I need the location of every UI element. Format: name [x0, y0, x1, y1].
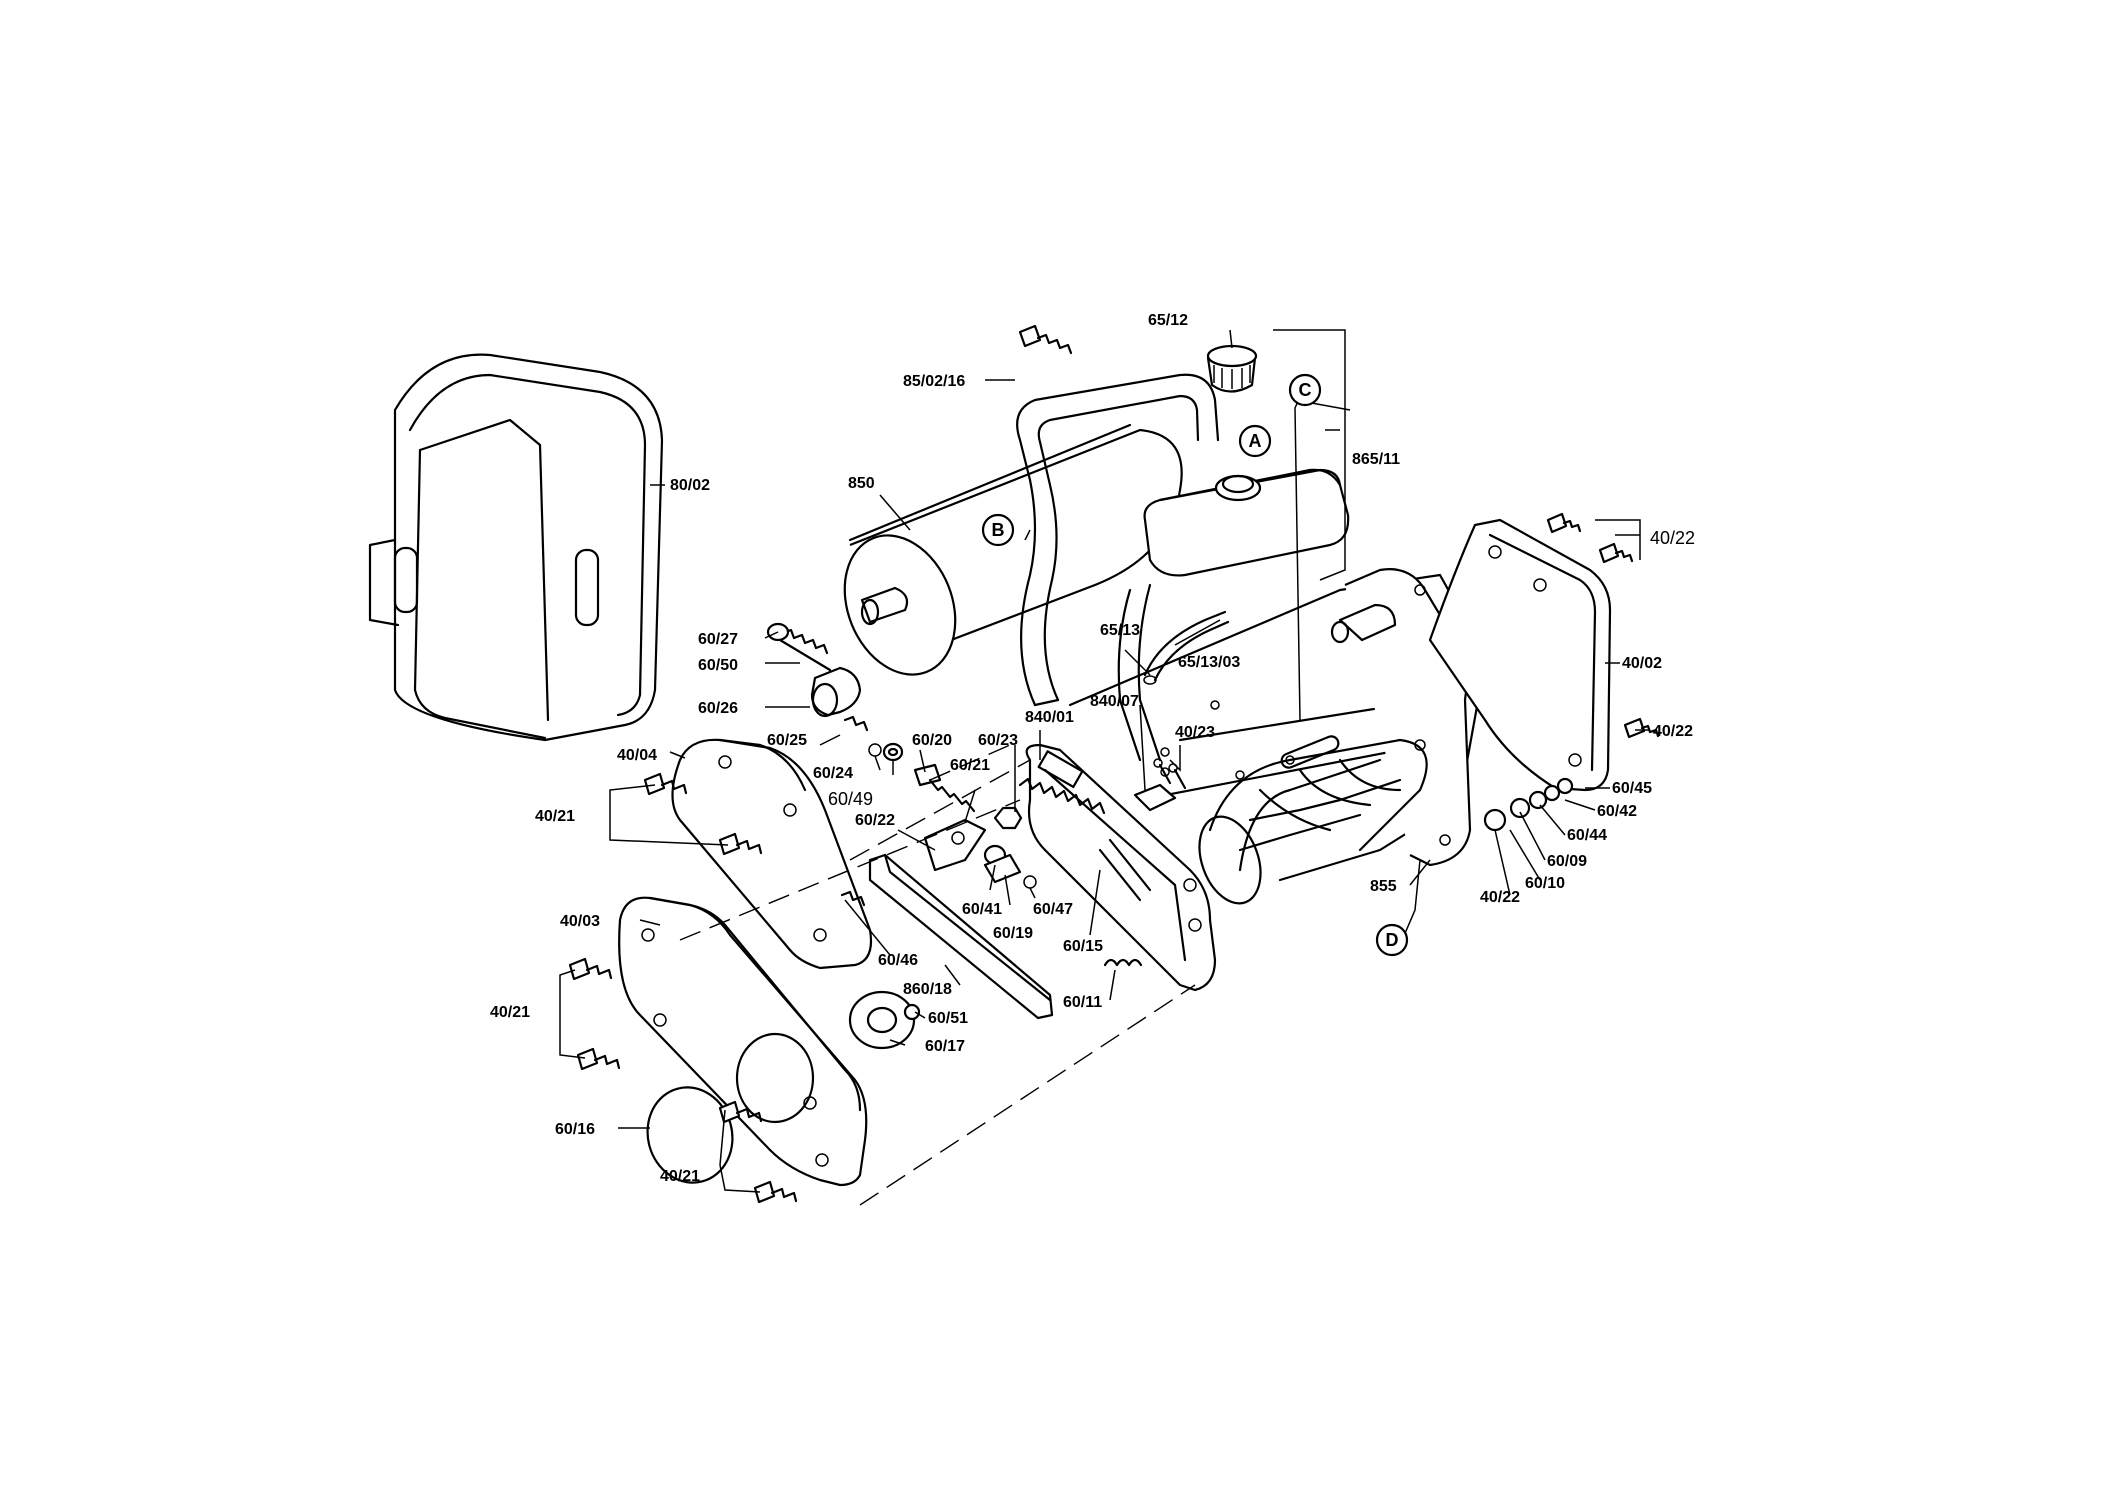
- ref-circle-b: [981, 513, 1015, 547]
- ref-label-c: C: [1299, 380, 1312, 400]
- adjuster-bolt-60-20: [913, 763, 976, 813]
- ball-60-24: [868, 743, 882, 757]
- spring-60-11: [1103, 958, 1143, 967]
- label-60-46: 60/46: [878, 952, 918, 969]
- label-60-47: 60/47: [1033, 901, 1073, 918]
- ball-60-47: [1023, 875, 1037, 889]
- label-65-12: 65/12: [1148, 312, 1188, 329]
- label-40-22-c: 40/22: [1480, 889, 1520, 906]
- left-frame-plate: [1025, 743, 1217, 992]
- label-40-22-a: 40/22: [1650, 528, 1695, 548]
- ref-circle-a: [1238, 424, 1272, 458]
- label-60-09: 60/09: [1547, 853, 1587, 870]
- label-60-24: 60/24: [813, 765, 853, 782]
- part-labels: 65/12 85/02/16 865/11 80/02 850 40/22 40…: [490, 312, 1695, 1185]
- label-855: 855: [1370, 878, 1397, 895]
- label-40-02: 40/02: [1622, 655, 1662, 672]
- label-60-23: 60/23: [978, 732, 1018, 749]
- adjuster-knob: [766, 622, 869, 732]
- label-840-07: 840/07: [1090, 693, 1139, 710]
- label-65-13-03: 65/13/03: [1178, 654, 1240, 671]
- label-60-15: 60/15: [1063, 938, 1103, 955]
- label-840-01: 840/01: [1025, 709, 1074, 726]
- assembly-lines: [679, 744, 1196, 1206]
- label-40-21-a: 40/21: [535, 808, 575, 825]
- label-850: 850: [848, 475, 875, 492]
- label-60-17: 60/17: [925, 1038, 965, 1055]
- label-40-03: 40/03: [560, 913, 600, 930]
- scraper-860-18: [868, 853, 1054, 1020]
- label-60-44: 60/44: [1567, 827, 1607, 844]
- cover-disc-60-16: [646, 1086, 734, 1184]
- leader-lines: [559, 329, 1650, 1193]
- reference-markers: A B C D: [981, 373, 1409, 957]
- ref-circle-c: [1288, 373, 1322, 407]
- label-60-22: 60/22: [855, 812, 895, 829]
- label-40-21-b: 40/21: [490, 1004, 530, 1021]
- label-60-19: 60/19: [993, 925, 1033, 942]
- clip-840-07: [1133, 783, 1177, 812]
- plate-60-19: [983, 853, 1022, 884]
- label-80-02: 80/02: [670, 477, 710, 494]
- ref-label-a: A: [1249, 431, 1262, 451]
- label-40-04: 40/04: [617, 747, 657, 764]
- label-60-20: 60/20: [912, 732, 952, 749]
- label-60-50: 60/50: [698, 657, 738, 674]
- label-65-13: 65/13: [1100, 622, 1140, 639]
- label-860-18: 860/18: [903, 981, 952, 998]
- cutting-cylinder: [1198, 738, 1428, 905]
- label-40-23: 40/23: [1175, 724, 1215, 741]
- label-60-26: 60/26: [698, 700, 738, 717]
- label-865-11: 865/11: [1352, 451, 1400, 468]
- label-60-49: 60/49: [828, 789, 873, 809]
- bracket-60-22: [923, 818, 987, 872]
- grass-box: [368, 353, 664, 742]
- washer-60-49: [882, 742, 904, 762]
- label-60-21: 60/21: [950, 757, 990, 774]
- handle-frame: [1016, 373, 1220, 762]
- spring-840-01: [1018, 777, 1106, 815]
- filler-cap: [1206, 344, 1258, 393]
- label-60-11: 60/11: [1063, 994, 1102, 1011]
- ref-label-b: B: [992, 520, 1005, 540]
- label-60-41: 60/41: [962, 901, 1002, 918]
- label-85-02-16: 85/02/16: [903, 373, 965, 390]
- nut-60-23: [993, 806, 1023, 830]
- label-60-10: 60/10: [1525, 875, 1565, 892]
- right-washers: [1483, 777, 1574, 832]
- roller: [843, 423, 1183, 676]
- label-60-45: 60/45: [1612, 780, 1652, 797]
- nut-60-51: [903, 1003, 921, 1021]
- pin-60-46: [840, 890, 866, 907]
- label-40-22-b: 40/22: [1653, 723, 1693, 740]
- fuel-hose: [1143, 610, 1230, 685]
- label-60-42: 60/42: [1597, 803, 1637, 820]
- screws-40-22: [1546, 512, 1660, 739]
- label-60-16: 60/16: [555, 1121, 595, 1138]
- side-cover-40-04: [671, 738, 873, 970]
- screws-40-21: [568, 772, 798, 1204]
- washer-60-17: [848, 990, 916, 1050]
- label-60-25: 60/25: [767, 732, 807, 749]
- label-60-27: 60/27: [698, 631, 738, 648]
- label-60-51: 60/51: [928, 1010, 968, 1027]
- side-cover-40-03: [618, 896, 868, 1187]
- screw-85-02-16: [1018, 324, 1073, 355]
- ref-label-d: D: [1386, 930, 1399, 950]
- label-40-21-c: 40/21: [660, 1168, 700, 1185]
- ref-circle-d: [1375, 923, 1409, 957]
